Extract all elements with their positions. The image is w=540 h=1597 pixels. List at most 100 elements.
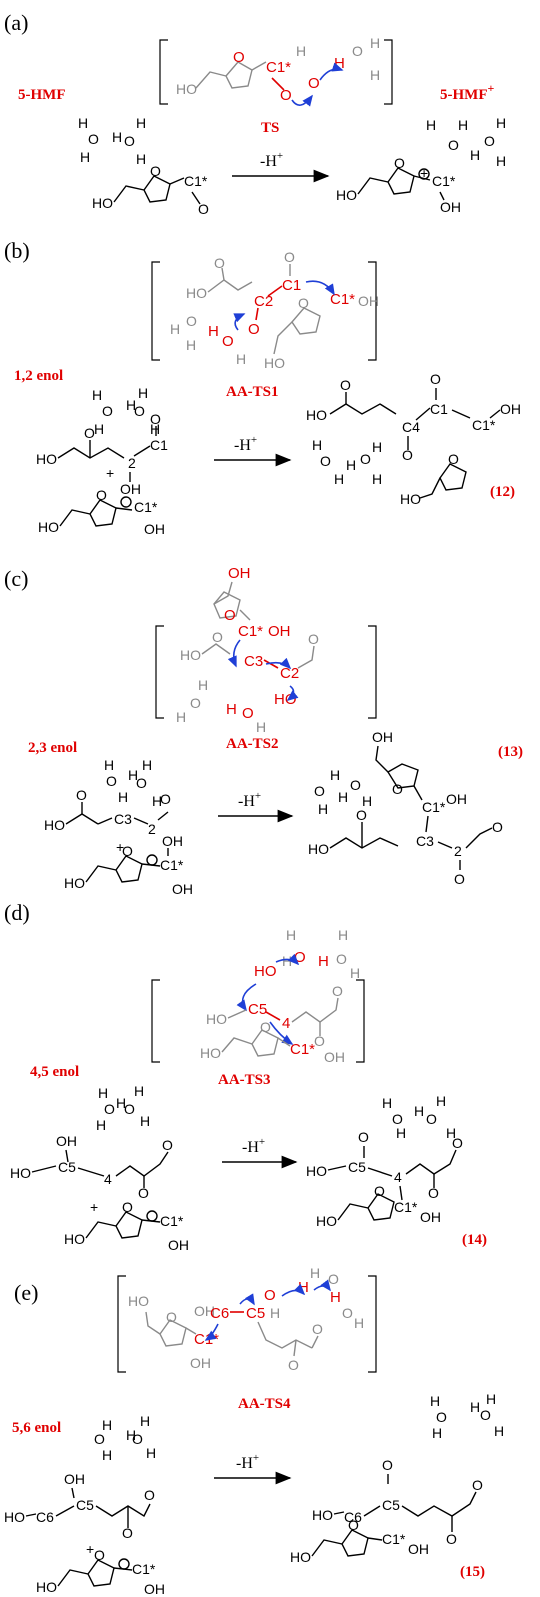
- atom-label: OH: [500, 401, 521, 417]
- atom-label: O: [212, 629, 223, 645]
- atom-label: H: [136, 115, 146, 131]
- atom-label: H: [372, 439, 382, 455]
- atom-label: O: [260, 1019, 271, 1035]
- atom-label: HO: [36, 1579, 57, 1595]
- atom-label: O: [136, 775, 147, 791]
- atom-label: H: [126, 1427, 136, 1443]
- bond: [367, 1167, 393, 1177]
- atom-label: H: [134, 1083, 144, 1099]
- electron-arrow: [313, 1279, 331, 1292]
- atom-label: H: [236, 351, 246, 367]
- atom-label: 2: [454, 843, 462, 859]
- atom-label: C1*: [160, 1213, 184, 1229]
- bond: [185, 1327, 197, 1335]
- atom-label: C1*: [238, 623, 263, 640]
- furan-ring: [387, 763, 419, 789]
- bond: [85, 1221, 117, 1239]
- atom-label: O: [340, 377, 351, 393]
- atom-label: H: [318, 953, 329, 970]
- atom-label: C1*: [184, 173, 208, 189]
- ts-bracket-left: [151, 979, 160, 1063]
- atom-label: OH: [324, 1049, 345, 1065]
- atom-label: H: [426, 117, 436, 133]
- atom-label: H: [330, 1289, 341, 1306]
- atom-label: OH: [408, 1541, 429, 1557]
- atom-label: O: [308, 631, 319, 647]
- atom-label: O: [428, 1185, 439, 1201]
- bond: [191, 191, 201, 205]
- electron-arrow: [236, 983, 257, 1012]
- panel-a: (a) 5-HMF 5-HMF+ TS HO O C1* O O H H O H…: [4, 10, 506, 217]
- bond: [465, 827, 493, 849]
- step-label: -H+: [242, 1136, 265, 1156]
- atom-label: C5: [248, 1001, 267, 1018]
- ts-label: AA-TS2: [226, 736, 279, 752]
- atom-label: O: [314, 783, 325, 799]
- bond: [59, 509, 91, 527]
- atom-label: C1*: [394, 1199, 418, 1215]
- bond: [201, 643, 231, 655]
- atom-label: O: [448, 137, 459, 153]
- atom-label: HO: [44, 817, 65, 833]
- atom-label: O: [222, 333, 234, 350]
- ts-label: AA-TS3: [218, 1072, 271, 1088]
- bond: [267, 285, 283, 297]
- bond: [451, 409, 471, 419]
- atom-label: OH: [446, 791, 467, 807]
- atom-label: H: [96, 1117, 106, 1133]
- atom-label: H: [256, 719, 266, 735]
- ts-bracket-right: [368, 261, 377, 361]
- atom-label: O: [284, 249, 295, 265]
- atom-label: O: [454, 871, 465, 887]
- atom-label: HO: [206, 1011, 227, 1027]
- ts-label: AA-TS1: [226, 384, 279, 400]
- atom-label: O: [166, 1309, 177, 1325]
- ts-bracket-right: [368, 625, 377, 719]
- bond: [157, 811, 169, 821]
- atom-label: O: [132, 1431, 143, 1447]
- atom-label: O: [88, 131, 99, 147]
- atom-label: OH: [162, 833, 183, 849]
- bond: [363, 1505, 381, 1517]
- bond: [413, 175, 431, 181]
- atom-label: 2: [128, 455, 136, 471]
- atom-label: H: [318, 801, 328, 817]
- bond: [133, 445, 151, 457]
- atom-label: OH: [268, 623, 291, 640]
- atom-label: C5: [246, 1305, 265, 1322]
- charge-plus-icon: [146, 854, 158, 866]
- atom-label: O: [480, 1407, 491, 1423]
- atom-label: O: [150, 411, 161, 427]
- atom-label: HO: [180, 647, 201, 663]
- bond: [207, 279, 253, 293]
- furan-ring: [115, 855, 143, 883]
- bond: [133, 817, 149, 825]
- bond: [95, 1503, 151, 1518]
- atom-label: H: [494, 1423, 504, 1439]
- bond: [227, 1009, 247, 1019]
- bond: [311, 1335, 319, 1349]
- bond: [375, 745, 389, 773]
- atom-label: C5: [382, 1497, 400, 1513]
- atom-label: OH: [172, 881, 193, 897]
- atom-label: HO: [400, 491, 421, 507]
- furan-ring: [251, 1029, 279, 1057]
- atom-label: O: [94, 1431, 105, 1447]
- atom-label: H: [270, 1305, 280, 1321]
- bond: [297, 645, 315, 669]
- atom-label: H: [330, 767, 340, 783]
- panel-letter: (d): [4, 900, 30, 925]
- atom-label: O: [84, 425, 95, 441]
- bond: [115, 507, 133, 511]
- atom-label: O: [96, 487, 107, 503]
- atom-label: H: [78, 115, 88, 131]
- electron-arrow: [286, 685, 299, 701]
- atom-label: O: [484, 133, 495, 149]
- atom-label: H: [138, 385, 148, 401]
- atom-label: OH: [372, 729, 393, 745]
- bond: [195, 71, 227, 89]
- bond: [169, 177, 185, 185]
- atom-label: H: [370, 35, 380, 51]
- product-label: 5-HMF+: [440, 81, 494, 103]
- atom-label: H: [338, 927, 348, 943]
